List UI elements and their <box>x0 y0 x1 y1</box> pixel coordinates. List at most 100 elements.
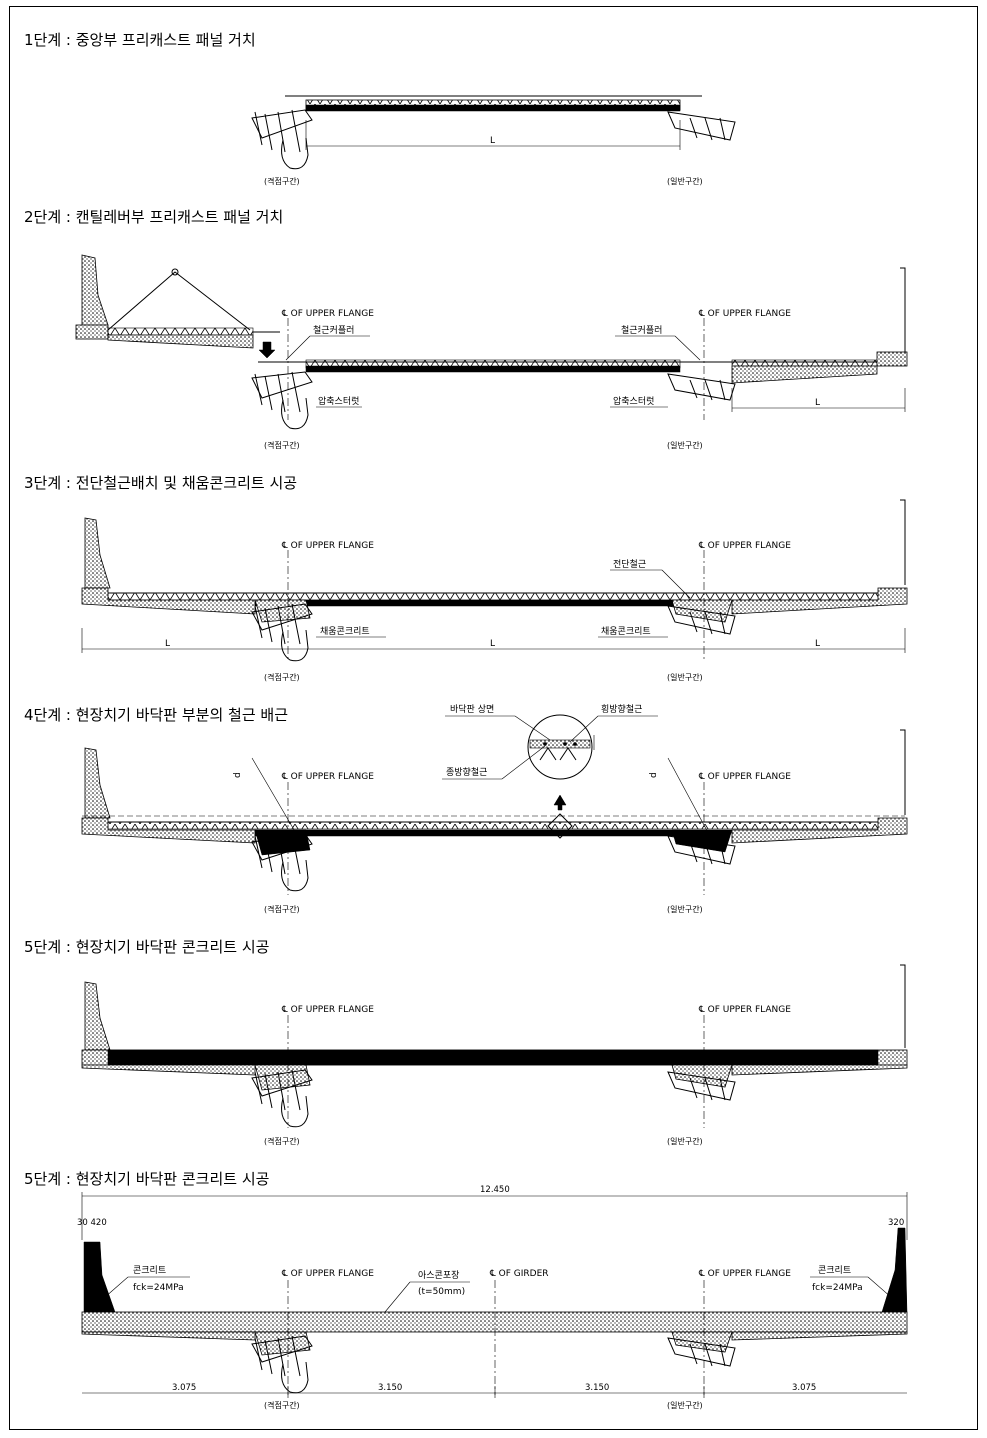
left-zone-label: (격점구간) <box>264 1136 300 1146</box>
stage-5-title: 5단계 : 현장치기 바닥판 콘크리트 시공 <box>24 938 269 956</box>
detail-marker <box>547 813 573 839</box>
right-coupler-label: 철근커플러 <box>621 325 662 336</box>
dim-1: 3.075 <box>172 1383 196 1393</box>
left-barrier-base <box>75 324 109 340</box>
right-strut-label: 압축스터럿 <box>613 395 654 407</box>
right-concrete-label: 콘크리트 <box>818 1265 851 1276</box>
d-label-right: d <box>649 772 659 778</box>
right-haunch <box>731 1064 908 1076</box>
left-girder <box>251 1069 313 1128</box>
center-panel <box>305 365 681 373</box>
right-cantilever-panel <box>731 365 878 384</box>
left-girder <box>251 1335 313 1394</box>
left-zone-label: (격점구간) <box>264 904 300 914</box>
left-barrier <box>81 254 109 326</box>
cantilever-panel-truss <box>107 327 254 336</box>
right-cant-label: L <box>815 639 820 649</box>
left-girder <box>251 833 313 892</box>
dim-2: 3.150 <box>378 1383 402 1393</box>
left-barrier <box>84 517 111 589</box>
dim-3: 3.150 <box>585 1383 609 1393</box>
right-flange-label: ℄ OF UPPER FLANGE <box>698 309 791 319</box>
girder-label: ℄ OF GIRDER <box>489 1269 549 1279</box>
center-panel <box>254 599 681 607</box>
leader <box>384 1281 411 1313</box>
left-fck-label: fck=24MPa <box>133 1283 184 1293</box>
stage-3: 3단계 : 전단철근배치 및 채움콘크리트 시공 ℄ OF UPPER FLAN… <box>24 474 908 682</box>
leader <box>569 715 599 743</box>
deck-truss <box>107 592 907 601</box>
right-zone-label: (일반구간) <box>667 1136 703 1146</box>
asphalt-thickness-label: (t=50mm) <box>418 1287 465 1297</box>
stage-1: 1단계 : 중앙부 프리캐스트 패널 거치 L (격점구간) (일반구간) <box>24 31 736 186</box>
right-flange-label: ℄ OF UPPER FLANGE <box>698 1269 791 1279</box>
right-girder <box>667 835 736 865</box>
barrier-left-dim: 30 420 <box>77 1218 107 1228</box>
center-panel <box>254 829 681 837</box>
right-girder <box>667 373 736 401</box>
longitudinal-rebar-label: 종방향철근 <box>446 766 487 778</box>
left-strut-label: 압축스터럿 <box>318 395 359 407</box>
deck-slab <box>81 1311 908 1333</box>
right-girder <box>667 605 736 635</box>
span-label: L <box>490 639 495 649</box>
lifting-sling <box>107 271 251 331</box>
stage-5-final: 5단계 : 현장치기 바닥판 콘크리트 시공 12.450 30 420 320… <box>24 1170 908 1410</box>
detail-callout <box>527 714 595 839</box>
dim-4: 3.075 <box>792 1383 816 1393</box>
left-flange-label: ℄ OF UPPER FLANGE <box>281 772 374 782</box>
stage-5: 5단계 : 현장치기 바닥판 콘크리트 시공 ℄ OF UPPER FLANGE… <box>24 938 908 1146</box>
deck-top-label: 바닥판 상면 <box>450 704 494 715</box>
d-label-left: d <box>233 772 243 778</box>
right-zone-label: (일반구간) <box>667 176 703 186</box>
stage-4-title: 4단계 : 현장치기 바닥판 부분의 철근 배근 <box>24 706 288 724</box>
total-width-label: 12.450 <box>480 1185 510 1195</box>
right-fill-concrete <box>671 1064 733 1088</box>
stage-2-title: 2단계 : 캔틸레버부 프리캐스트 패널 거치 <box>24 208 283 226</box>
stage-2: 2단계 : 캔틸레버부 프리캐스트 패널 거치 ℄ OF UP <box>24 208 908 450</box>
right-girder <box>667 1071 736 1101</box>
leader <box>103 1276 129 1299</box>
stage-3-title: 3단계 : 전단철근배치 및 채움콘크리트 시공 <box>24 474 297 492</box>
cantilever-panel <box>107 334 254 349</box>
right-zone-label: (일반구간) <box>667 1400 703 1410</box>
left-haunch <box>81 1331 256 1341</box>
drawing-frame <box>9 6 978 1430</box>
right-barrier-base <box>876 351 908 367</box>
leader <box>867 1276 893 1299</box>
left-flange-label: ℄ OF UPPER FLANGE <box>281 541 374 551</box>
right-girder <box>667 1337 736 1367</box>
left-zone-label: (격점구간) <box>264 1400 300 1410</box>
left-barrier <box>84 981 111 1051</box>
right-zone-label: (일반구간) <box>667 440 703 450</box>
right-girder <box>667 111 736 141</box>
right-fill-label: 채움콘크리트 <box>601 626 651 637</box>
stage-4: 4단계 : 현장치기 바닥판 부분의 철근 배근 ℄ OF UPPER FLAN… <box>24 703 908 914</box>
leader <box>661 569 691 599</box>
deck-slab <box>107 1049 879 1066</box>
up-arrow <box>553 794 567 811</box>
left-coupler-label: 철근커플러 <box>313 325 354 336</box>
right-barrier-rebar <box>900 729 906 815</box>
left-zone-label: (격점구간) <box>264 176 300 186</box>
right-flange-label: ℄ OF UPPER FLANGE <box>698 772 791 782</box>
transverse-rebar-label: 횡방향철근 <box>601 703 642 715</box>
left-fill-concrete <box>254 599 311 623</box>
left-cantilever <box>81 587 256 615</box>
right-zone-label: (일반구간) <box>667 672 703 682</box>
lifting-hook <box>171 268 179 276</box>
right-barrier-rebar <box>900 499 906 585</box>
left-zone-label: (격점구간) <box>264 440 300 450</box>
leader <box>514 715 551 741</box>
right-barrier <box>881 1227 908 1313</box>
span-label: L <box>490 136 495 146</box>
left-barrier <box>84 747 111 819</box>
right-haunch <box>731 1331 908 1341</box>
right-fill-concrete <box>671 1331 733 1353</box>
right-cantilever-truss <box>731 359 878 367</box>
left-zone-label: (격점구간) <box>264 672 300 682</box>
leader <box>285 335 311 361</box>
right-cantilever <box>731 587 908 615</box>
left-fill-concrete <box>254 829 311 856</box>
